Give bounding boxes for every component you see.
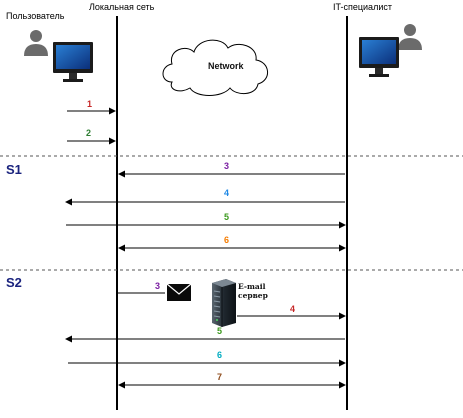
monitor-icon	[53, 42, 93, 82]
section-label-s2: S2	[6, 275, 22, 290]
header-user: Пользователь	[6, 11, 65, 21]
message-label-6: 6	[224, 235, 230, 245]
person-icon	[24, 30, 48, 56]
message-label-s2-4: 4	[290, 304, 296, 314]
message-label-2: 2	[86, 128, 92, 138]
envelope-icon	[166, 283, 192, 301]
message-label-s2-7: 7	[217, 372, 223, 382]
server-label: E-mail сервер	[238, 282, 268, 300]
message-label-s2-3: 3	[155, 281, 161, 291]
person-icon	[398, 24, 422, 50]
header-it: IT-специалист	[333, 2, 392, 12]
server-icon	[212, 279, 236, 327]
message-label-3: 3	[224, 161, 230, 171]
message-label-5: 5	[224, 212, 230, 222]
section-label-s1: S1	[6, 162, 22, 177]
monitor-icon	[359, 37, 399, 77]
message-label-1: 1	[87, 99, 93, 109]
cloud-icon	[162, 39, 268, 96]
message-label-4: 4	[224, 188, 230, 198]
message-label-s2-6: 6	[217, 350, 223, 360]
cloud-label: Network	[208, 61, 244, 71]
header-network: Локальная сеть	[89, 2, 155, 12]
message-label-s2-5: 5	[217, 326, 223, 336]
